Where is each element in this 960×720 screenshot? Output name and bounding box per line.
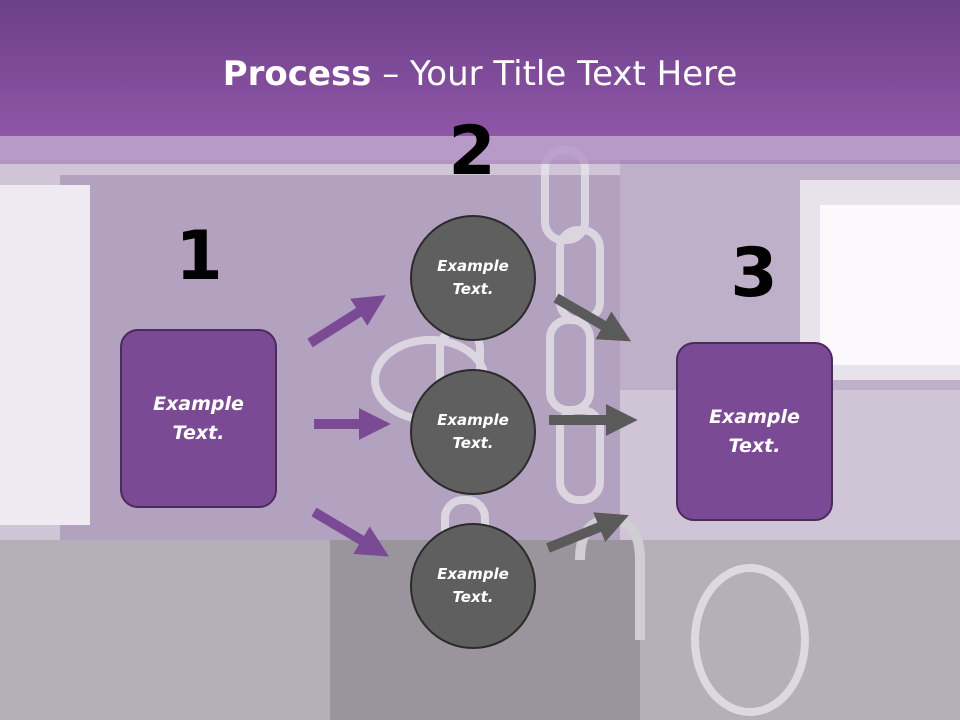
circle-middle-text: Example Text. xyxy=(437,411,509,452)
arrow-right-up xyxy=(546,512,629,553)
title-banner-strip xyxy=(0,136,960,164)
circle-bottom: Example Text. xyxy=(410,523,536,649)
step-3-text: Example Text. xyxy=(709,405,800,457)
circle-middle: Example Text. xyxy=(410,369,536,495)
arrow-left-up xyxy=(307,295,386,348)
arrow-left-down xyxy=(311,507,390,557)
step-3-box: Example Text. xyxy=(676,342,833,521)
step-number-3: 3 xyxy=(730,234,778,313)
title-rest: – Your Title Text Here xyxy=(371,54,738,94)
step-1-box: Example Text. xyxy=(120,329,277,508)
circle-top-text: Example Text. xyxy=(437,257,509,298)
arrow-right-down xyxy=(553,293,632,342)
circle-bottom-text: Example Text. xyxy=(437,565,509,606)
step-number-2: 2 xyxy=(448,112,496,191)
title-bold: Process xyxy=(222,54,372,94)
step-1-text: Example Text. xyxy=(153,392,244,444)
page-title: Process – Your Title Text Here xyxy=(0,52,960,96)
circle-top: Example Text. xyxy=(410,215,536,341)
title-banner xyxy=(0,0,960,136)
step-number-1: 1 xyxy=(175,217,223,296)
